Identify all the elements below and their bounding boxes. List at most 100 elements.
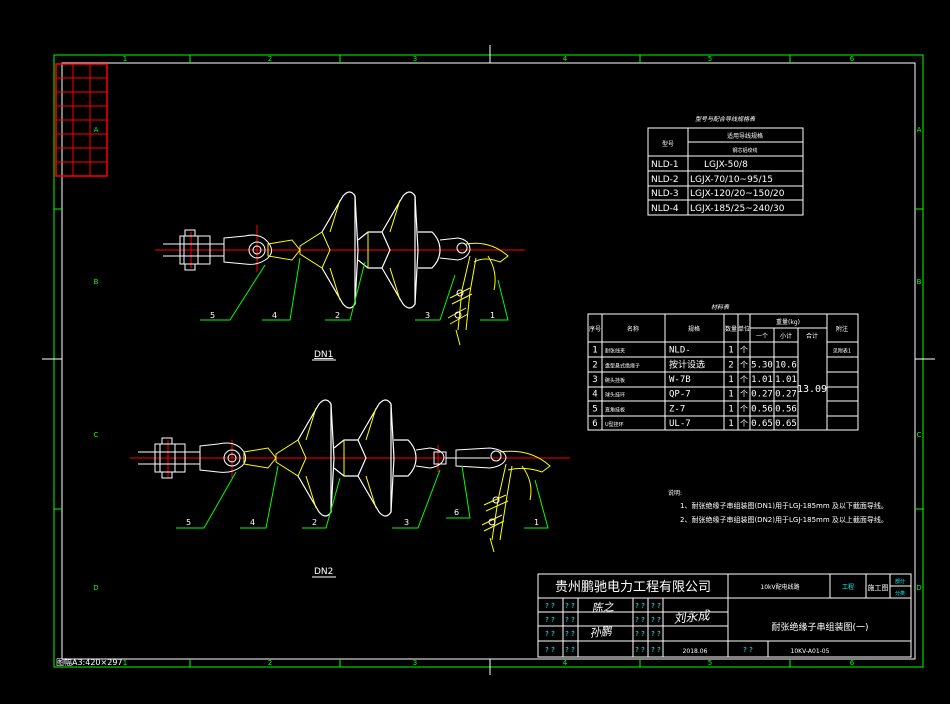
zone-bottom-1: 1 [123, 659, 127, 667]
dn2-callout-4: 4 [250, 518, 255, 527]
tb-field-c4: ? ? [635, 646, 645, 654]
zone-bottom-4: 4 [563, 659, 568, 667]
zone-right-A: A [917, 126, 922, 134]
dn2-callout-6: 6 [454, 508, 459, 517]
dn1-callout-3: 3 [425, 311, 430, 320]
wire-model-4: NLD-4 [651, 204, 679, 214]
material-row-4-subtotal: 0.27 [775, 390, 797, 400]
material-row-5-unit: 个 [740, 404, 748, 413]
material-row-1-unit: 个 [740, 346, 748, 355]
dn1-callout-2: 2 [335, 311, 340, 320]
material-row-6-no: 6 [592, 419, 597, 429]
wire-spec-4: LGJX-185/25~240/30 [690, 204, 785, 214]
tb-field-b1: ? ? [565, 602, 575, 610]
tb-field-c3: ? ? [635, 630, 645, 638]
wire-table-header-spec: 适用导线规格 [727, 132, 763, 140]
material-row-4-single: 0.27 [751, 390, 773, 400]
material-row-4-name: 球头挂环 [605, 392, 625, 399]
dn2-label: DN2 [314, 567, 333, 577]
material-row-6-unit: 个 [740, 419, 748, 428]
part-bottom-label: 分类 [895, 590, 905, 597]
material-row-2-unit: 个 [740, 360, 748, 369]
tb-field-b3: ? ? [565, 630, 575, 638]
mt-header-name: 名称 [627, 325, 639, 333]
wire-spec-1: LGJX-50/8 [704, 160, 748, 170]
zone-top-4: 4 [563, 55, 568, 63]
material-row-3-no: 3 [592, 375, 597, 385]
wire-model-3: NLD-3 [651, 189, 679, 199]
material-row-2-name: 盘型悬式绝缘子 [605, 362, 640, 369]
material-row-5-single: 0.56 [751, 404, 773, 414]
material-row-1-name: 耐张线夹 [605, 348, 625, 355]
wire-model-1: NLD-1 [651, 160, 679, 170]
dn1-label: DN1 [314, 350, 333, 360]
material-row-4-spec: QP-7 [669, 390, 691, 400]
material-row-3-spec: W-7B [669, 375, 691, 385]
zone-bottom-2: 2 [268, 659, 272, 667]
material-row-3-name: 碗头挂板 [605, 377, 625, 384]
assembly-dn1: 5 4 2 3 1 DN1 [155, 191, 525, 361]
dn1-callout-4: 4 [272, 311, 277, 320]
tb-field-b4: ? ? [565, 646, 575, 654]
material-row-6-spec: UL-7 [669, 419, 691, 429]
material-row-4-qty: 1 [728, 390, 733, 400]
outer-frame [53, 54, 924, 668]
project-name: 10kV配电线路 [760, 583, 799, 591]
zone-left-B: B [94, 278, 99, 286]
material-row-6-qty: 1 [728, 419, 733, 429]
material-row-1-qty: 1 [728, 346, 733, 356]
tb-field-e1: ? ? [743, 646, 753, 654]
zone-top-1: 1 [123, 55, 127, 63]
material-row-4-unit: 个 [740, 390, 748, 399]
signature-approver: 刘永成 [673, 608, 712, 626]
material-row-3-subtotal: 1.01 [775, 375, 797, 385]
tb-field-a1: ? ? [545, 602, 555, 610]
tb-field-a4: ? ? [545, 646, 555, 654]
tb-field-a3: ? ? [545, 630, 555, 638]
mt-header-unit: 单位 [738, 325, 750, 333]
material-row-2-spec: 按计设选 [669, 358, 705, 370]
tb-field-c1: ? ? [635, 602, 645, 610]
phase-label: 工程 [842, 583, 854, 591]
mt-header-total: 合计 [806, 332, 818, 340]
drawing-frame [42, 45, 935, 675]
notes-heading: 说明: [668, 489, 682, 497]
drawing-number: 10KV-A01-05 [791, 648, 830, 655]
assembly-dn2: 5 4 2 3 6 1 DN2 [130, 399, 570, 578]
mt-header-qty: 数量 [725, 325, 737, 333]
part-top-label: 部分 [895, 578, 905, 585]
wire-table-title: 型号与配合导线规格表 [695, 115, 756, 123]
zone-top-2: 2 [268, 55, 272, 63]
dn2-callout-2: 2 [312, 518, 317, 527]
tb-field-d4: ? ? [651, 646, 661, 654]
paper-size-label: 图幅A3:420×297 [56, 657, 123, 667]
zone-top-3: 3 [413, 55, 417, 63]
zone-bottom-3: 3 [413, 659, 417, 667]
zone-left-A: A [94, 126, 99, 134]
material-row-2-single: 5.30 [751, 360, 773, 370]
wire-spec-table: 型号与配合导线规格表 型号 适用导线规格 钢芯铝绞线 NLD-1 LGJX-50… [647, 115, 804, 216]
material-row-5-qty: 1 [728, 404, 733, 414]
material-row-5-spec: Z-7 [669, 404, 685, 414]
drawing-date: 2018.06 [683, 648, 708, 655]
wire-model-2: NLD-2 [651, 175, 679, 185]
mt-header-note: 附注 [836, 325, 848, 333]
signature-checker: 孙鹏 [589, 625, 613, 640]
material-row-3-qty: 1 [728, 375, 733, 385]
note-line-2: 2、耐张绝缘子串组装图(DN2)用于LGJ-185mm 及以上截面导线。 [680, 515, 888, 524]
border-zone-labels: 1 2 3 4 5 6 1 2 3 4 5 6 A B C D A B C D [93, 55, 921, 667]
title-block: 贵州鹏驰电力工程有限公司 10kV配电线路 工程 施工图 部分 分类 耐张绝缘子… [537, 573, 912, 658]
revision-block [55, 63, 108, 177]
mt-header-spec: 规格 [688, 325, 700, 333]
material-row-5-name: 直角挂板 [605, 406, 625, 413]
dn2-callout-3: 3 [404, 518, 409, 527]
zone-left-C: C [94, 431, 99, 439]
zone-right-D: D [916, 584, 921, 592]
company-name: 贵州鹏驰电力工程有限公司 [555, 580, 711, 595]
notes: 说明: 1、耐张绝缘子串组装图(DN1)用于LGJ-185mm 及以下截面导线。… [668, 489, 888, 524]
material-row-6-subtotal: 0.65 [775, 419, 797, 429]
tb-field-d1: ? ? [651, 602, 661, 610]
dn2-callout-1: 1 [534, 518, 539, 527]
